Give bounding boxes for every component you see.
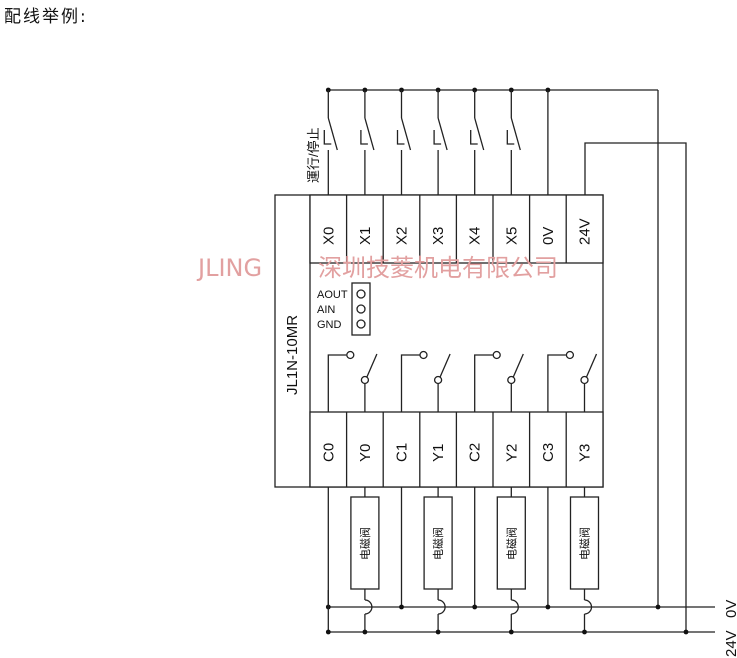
bus-junction-dot	[545, 604, 551, 610]
relay-common-wire	[400, 354, 420, 412]
output-terminal-c2: C2	[467, 443, 484, 462]
input-terminal-x4: X4	[467, 227, 484, 245]
input-terminal-x0: X0	[320, 227, 337, 245]
input-terminal-0v: 0V	[540, 227, 557, 245]
relay-contact-terminal	[565, 350, 575, 360]
bus-junction-dot	[399, 604, 404, 610]
watermark-company: 深圳技菱机电有限公司	[318, 254, 558, 282]
switch-contact	[437, 117, 448, 151]
wire-crossover-hop	[584, 599, 593, 615]
solenoid-valve-label: 电磁阀	[431, 527, 445, 560]
gnd-label: GND	[317, 319, 342, 331]
output-terminal-c3: C3	[540, 443, 557, 462]
watermark-brand: JLING	[196, 254, 262, 282]
solenoid-valve-label: 电磁阀	[358, 527, 372, 560]
relay-contact-terminal	[419, 350, 428, 360]
input-terminal-x1: X1	[357, 227, 374, 245]
switch-bracket	[323, 130, 332, 145]
input-terminal-x5: X5	[503, 227, 520, 245]
bus-junction-dot	[582, 629, 587, 635]
supply-feed-line	[584, 142, 687, 632]
output-terminal-y0: Y0	[357, 444, 374, 462]
bus-junction-dot	[683, 629, 689, 635]
bus-junction-dot	[325, 629, 331, 635]
bus-junction-dot	[655, 604, 661, 610]
ain-label: AIN	[317, 304, 335, 316]
relay-common-wire	[547, 354, 566, 412]
switch-bracket	[470, 130, 478, 145]
wire-crossover-hop	[364, 599, 373, 615]
module-label: JL1N-10MR	[284, 315, 301, 395]
switch-bracket	[396, 130, 405, 145]
wire-crossover-hop	[511, 599, 519, 615]
switch-bracket	[433, 130, 442, 145]
input-terminal-24v: 24V	[577, 218, 594, 245]
bus-junction-dot	[362, 629, 368, 635]
relay-contact-blade	[439, 353, 451, 378]
analog-connector	[351, 282, 371, 336]
page-title: 配线举例:	[4, 7, 88, 27]
switch-bracket	[506, 130, 515, 145]
relay-contact-blade	[512, 353, 524, 378]
solenoid-valve-2	[496, 496, 526, 590]
relay-common-wire	[474, 354, 493, 412]
output-terminal-c0: C0	[320, 443, 337, 462]
bus-junction-dot	[508, 629, 514, 635]
bus-label-0v: 0V	[723, 600, 737, 618]
output-terminal-y1: Y1	[430, 444, 447, 462]
relay-contact-blade	[585, 353, 598, 378]
relay-contact-terminal	[580, 375, 589, 385]
relay-contact-terminal	[346, 350, 355, 360]
wire-crossover-hop	[438, 599, 446, 615]
switch-bracket	[360, 130, 368, 145]
relay-contact-blade	[366, 353, 378, 378]
solenoid-valve-label: 电磁阀	[578, 527, 592, 560]
input-terminal-x2: X2	[394, 227, 411, 245]
switch-contact	[327, 117, 338, 151]
solenoid-valve-3	[569, 496, 600, 590]
bus-junction-dot	[435, 629, 441, 635]
switch-contact	[510, 117, 521, 151]
bus-label-24v: 24V	[723, 630, 737, 657]
switch-contact	[400, 117, 412, 151]
output-terminal-y3: Y3	[577, 444, 594, 462]
relay-contact-terminal	[433, 375, 443, 385]
relay-contact-terminal	[507, 375, 516, 385]
relay-common-wire	[327, 354, 347, 412]
relay-contact-terminal	[492, 350, 501, 360]
solenoid-valve-label: 电磁阀	[504, 527, 518, 560]
output-terminal-y2: Y2	[503, 444, 520, 462]
input-terminal-x3: X3	[430, 227, 447, 245]
relay-contact-terminal	[360, 375, 370, 385]
switch-contact	[364, 117, 375, 151]
bus-junction-dot	[472, 604, 478, 610]
switch-label: 運行/停止	[306, 127, 321, 183]
aout-label: AOUT	[317, 289, 348, 301]
switch-contact	[474, 117, 485, 151]
output-terminal-c1: C1	[394, 443, 411, 462]
